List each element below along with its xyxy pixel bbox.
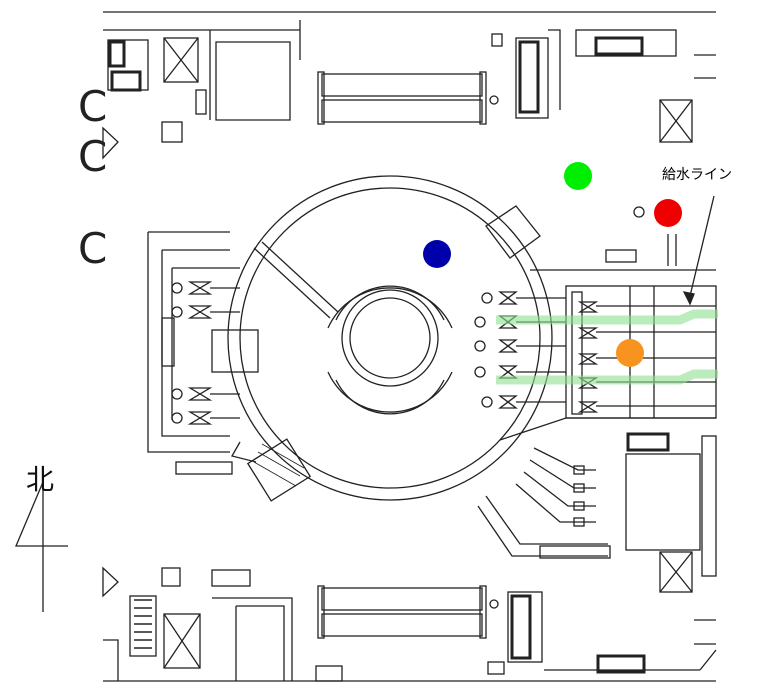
- crossed-box: [163, 37, 199, 83]
- lower-fixture: [246, 438, 312, 502]
- top-room-area: [102, 20, 716, 160]
- north-arrow-icon: [15, 481, 68, 612]
- north-label: 北: [26, 463, 55, 496]
- radiator: [626, 432, 670, 452]
- red-marker: [654, 199, 682, 227]
- edge-letter: C: [78, 224, 108, 273]
- arrow-icon: [682, 195, 715, 306]
- blue-marker: [423, 240, 451, 268]
- upper-fixture: [485, 205, 541, 259]
- lower-right-area: [477, 417, 717, 593]
- water-supply-line: [496, 309, 718, 385]
- crossed-box: [659, 551, 693, 593]
- green-marker: [564, 162, 592, 190]
- circular-structure: [211, 175, 553, 502]
- orange-marker: [616, 339, 644, 367]
- edge-letter: C: [78, 82, 108, 131]
- crossed-box: [659, 99, 693, 143]
- bottom-room-area: [102, 566, 717, 682]
- water-line-label: 給水ライン: [662, 167, 732, 183]
- connecting-beam: [253, 241, 339, 319]
- crossed-box: [163, 613, 201, 669]
- left-fixture: [211, 329, 259, 373]
- pipe-manifold: [474, 291, 566, 409]
- left-annex: [147, 231, 240, 475]
- radiator: [596, 654, 646, 674]
- radiator: [594, 36, 644, 56]
